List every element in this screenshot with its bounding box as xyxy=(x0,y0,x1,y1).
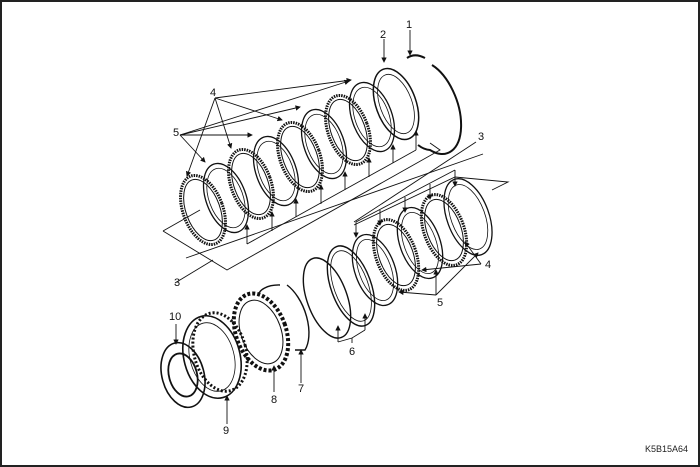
upper-plates xyxy=(179,54,463,247)
label-8: 8 xyxy=(271,394,277,406)
label-5-right: 5 xyxy=(437,297,443,309)
label-10: 10 xyxy=(169,311,181,323)
label-2: 2 xyxy=(380,29,386,41)
lower-bracket xyxy=(353,176,510,226)
piston-9 xyxy=(182,311,249,424)
callout-labels: 1 2 3 3 4 4 5 5 6 7 8 9 10 xyxy=(169,19,491,437)
lower-leaders xyxy=(398,241,482,296)
label-4-right: 4 xyxy=(485,259,491,271)
lower-plate-arrows xyxy=(353,169,458,238)
snap-ring-7 xyxy=(286,284,310,351)
lower-plates xyxy=(302,178,493,339)
label-4-top: 4 xyxy=(210,87,216,99)
label-3-right: 3 xyxy=(478,131,484,143)
upper-clutch-pack xyxy=(162,30,463,271)
label-5-top: 5 xyxy=(173,127,179,139)
figure-code: K5B15A64 xyxy=(645,444,688,454)
label-9: 9 xyxy=(223,425,229,437)
label-1: 1 xyxy=(406,19,412,31)
label-3-left: 3 xyxy=(174,277,180,289)
snap-ring-1 xyxy=(406,54,426,59)
label-7: 7 xyxy=(298,383,304,395)
upper-bracket xyxy=(162,142,441,271)
seal-10 xyxy=(160,324,206,409)
upper-leaders xyxy=(179,30,413,177)
lower-clutch-pack xyxy=(160,153,510,424)
part-6-leaders xyxy=(335,313,368,343)
label-6: 6 xyxy=(349,346,355,358)
upper-plate-arrows xyxy=(244,130,419,245)
